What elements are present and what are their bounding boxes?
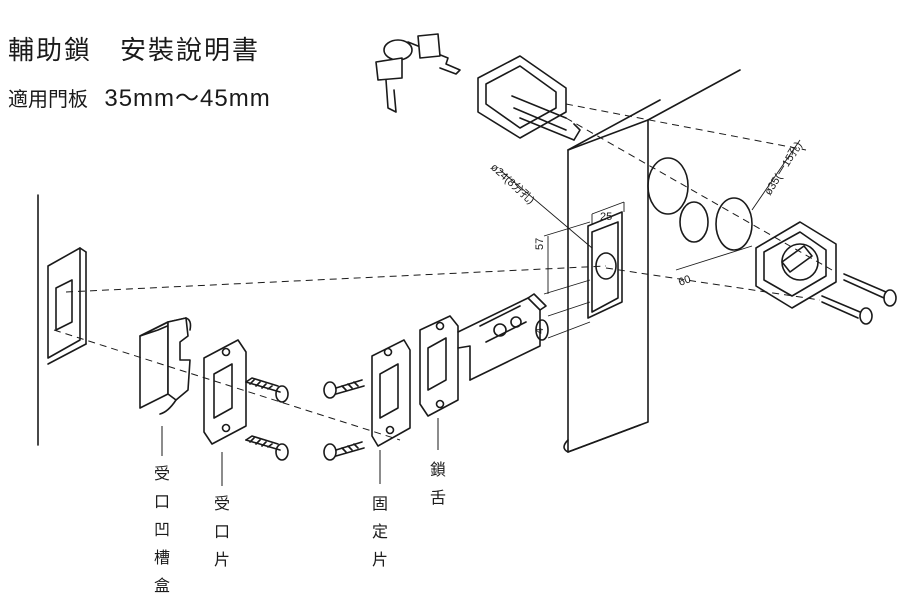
thumbturn-drawing (755, 221, 837, 309)
label-strike-plate: 受口片 (213, 494, 230, 569)
edge-dimension: 4 (534, 328, 546, 334)
label-latch: 鎖舌 (429, 460, 446, 507)
keys-drawing (375, 33, 461, 113)
height-dimension: 57 (534, 238, 546, 250)
alignment-line-lower (53, 329, 401, 441)
document-title: 輔助鎖 安裝說明書 (8, 36, 261, 66)
alignment-line-bolt (605, 267, 821, 301)
width-dimension: 25 (600, 211, 612, 223)
faceplate-screws (323, 379, 365, 461)
frame-recess (47, 247, 87, 365)
through-bolts (821, 273, 897, 325)
latch-drawing (419, 293, 549, 417)
label-face-plate: 固定片 (371, 494, 388, 569)
backset-dimension: 60 (677, 273, 693, 288)
door-thickness-label: 適用門板 (8, 87, 88, 111)
door-thickness-range: 35mm～45mm (104, 85, 271, 112)
strike-screws (245, 377, 289, 461)
door-slab (563, 69, 753, 453)
label-strike-box: 受口凹槽盒 (153, 464, 170, 595)
cylinder-assembly (477, 55, 581, 141)
alignment-line-cylinder (565, 117, 833, 271)
door-thickness-spec: 適用門板 35mm～45mm (8, 78, 271, 113)
alignment-line-top (565, 103, 807, 151)
alignment-line-frame (65, 265, 607, 293)
strike-plate-drawing (203, 339, 247, 445)
bore-large-dimension: ø35(⼀15孔) (762, 139, 805, 197)
strike-box-drawing (139, 317, 192, 415)
face-plate-drawing (371, 339, 411, 447)
bore-small-dimension: ø24(8分孔) (488, 161, 537, 207)
